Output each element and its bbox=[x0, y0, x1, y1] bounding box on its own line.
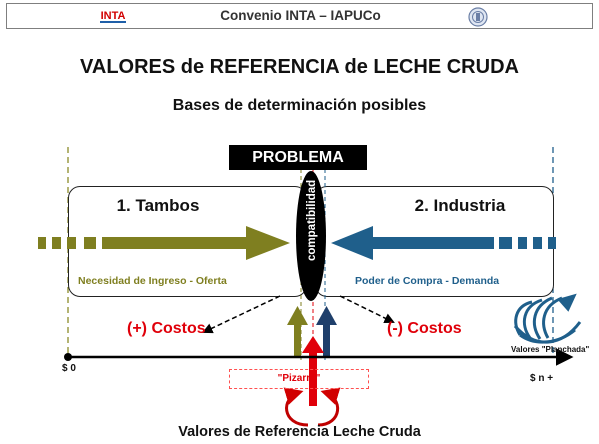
red-up-arrow bbox=[302, 336, 324, 406]
compatibilidad-label: compatibilidad bbox=[306, 179, 318, 261]
industria-title: 2. Industria bbox=[414, 196, 506, 215]
demanda-arrow bbox=[331, 226, 556, 260]
iapuco-logo-icon bbox=[468, 7, 488, 27]
costos-minus-label: (-) Costos bbox=[387, 320, 462, 337]
pizarra-label: "Pizarra" bbox=[277, 373, 321, 384]
inta-logo-text: INTA bbox=[101, 10, 126, 22]
axis-start-label: $ 0 bbox=[62, 363, 76, 374]
compatibilidad-ellipse bbox=[296, 171, 326, 301]
page-subtitle: Bases de determinación posibles bbox=[172, 97, 427, 114]
pizarra-box bbox=[229, 369, 369, 389]
header-bar: Convenio INTA – IAPUCo INTA bbox=[6, 3, 593, 29]
pizarra-cycle-arrows bbox=[283, 387, 341, 427]
page-title: VALORES de REFERENCIA de LECHE CRUDA bbox=[80, 56, 519, 78]
inta-logo-icon: INTA bbox=[100, 10, 126, 23]
footer-caption: Valores de Referencia Leche Cruda bbox=[178, 424, 421, 440]
header-title: Convenio INTA – IAPUCo bbox=[220, 8, 381, 23]
planchada-swirl-icon bbox=[513, 293, 582, 344]
demanda-caption: Poder de Compra - Demanda bbox=[355, 275, 500, 287]
problema-label: PROBLEMA bbox=[229, 145, 367, 170]
oferta-arrow bbox=[38, 226, 290, 260]
oferta-caption: Necesidad de Ingreso - Oferta bbox=[78, 275, 227, 287]
olive-up-arrow bbox=[287, 306, 308, 357]
costos-plus-label: (+) Costos bbox=[127, 320, 206, 337]
axis-end-label: $ n + bbox=[530, 373, 554, 384]
blue-up-arrow bbox=[316, 306, 337, 357]
tambos-title: 1. Tambos bbox=[116, 196, 200, 215]
planchada-label: Valores "Planchada" bbox=[511, 345, 590, 354]
